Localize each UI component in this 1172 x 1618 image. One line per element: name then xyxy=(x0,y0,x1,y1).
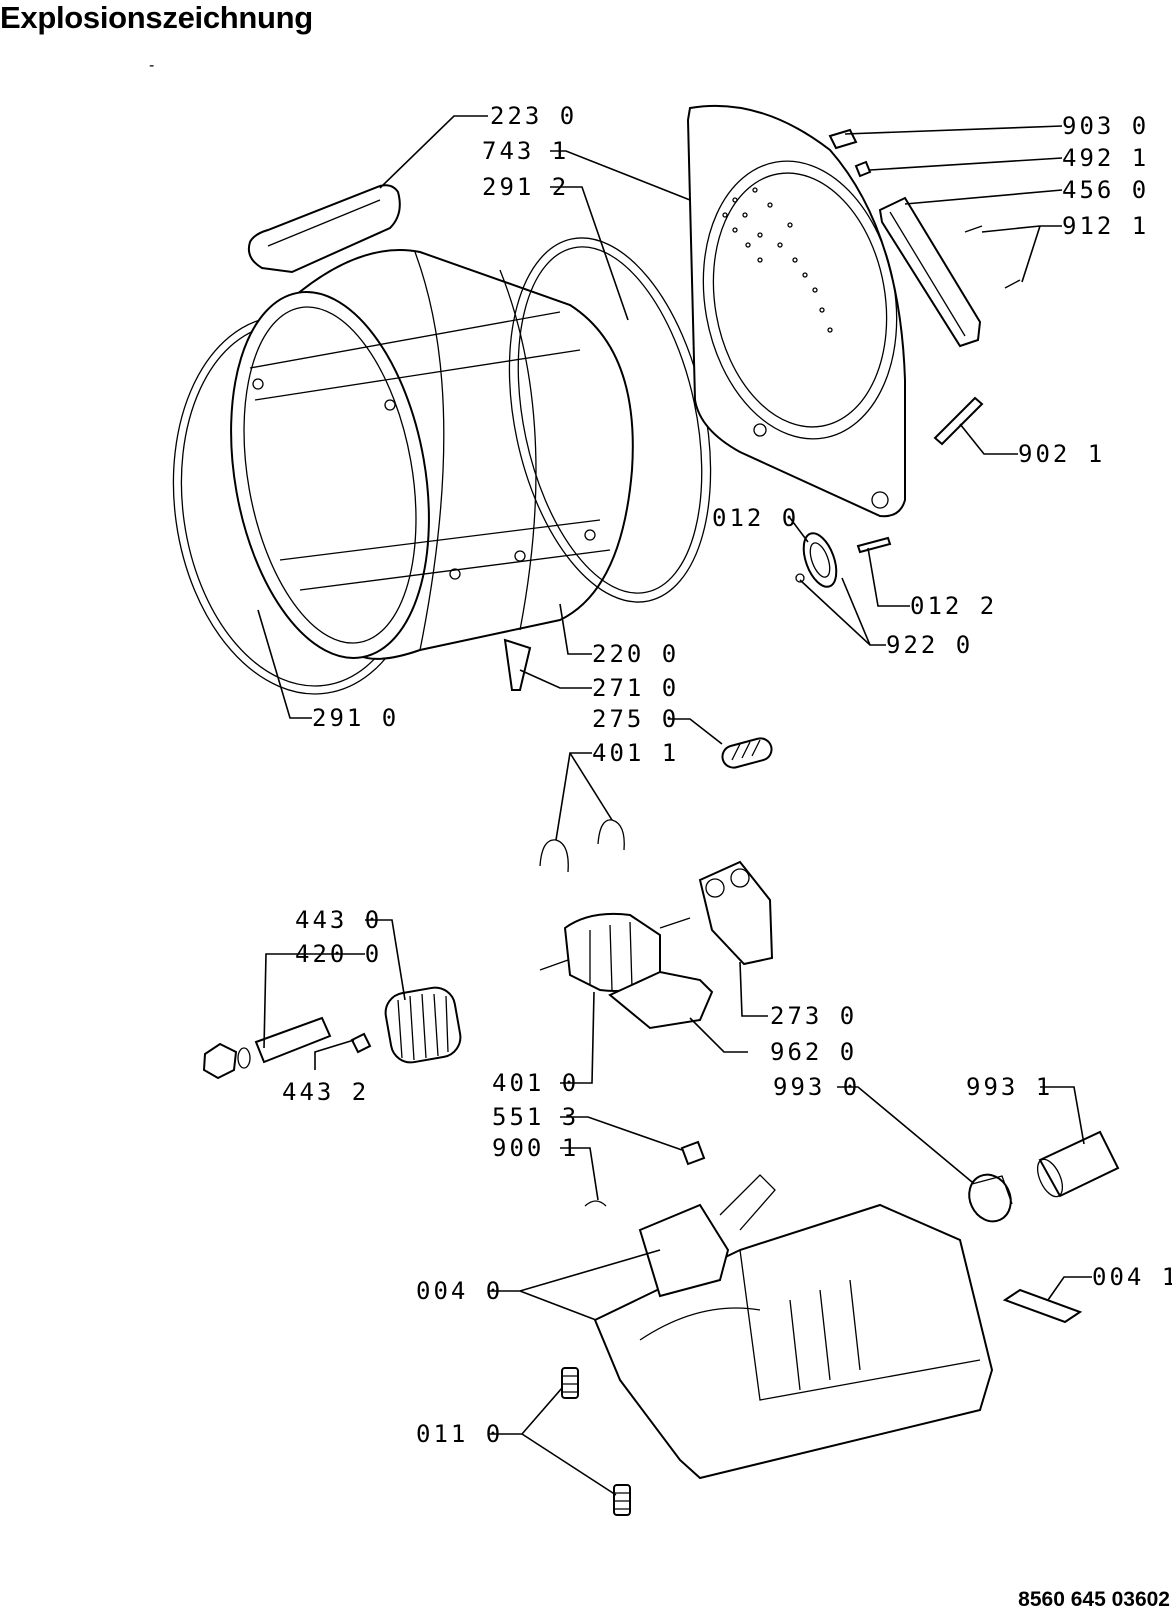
part-drum-fin xyxy=(503,638,532,691)
page-title: Explosionszeichnung xyxy=(0,0,313,35)
label-291-0: 291 0 xyxy=(312,704,399,732)
label-401-1: 401 1 xyxy=(592,739,679,767)
part-frame-004-1 xyxy=(1002,1288,1083,1324)
part-screws-912 xyxy=(964,225,1021,289)
label-004-0: 004 0 xyxy=(416,1277,503,1305)
part-pin-012-2 xyxy=(856,536,892,554)
part-clips-401-1 xyxy=(539,819,625,873)
label-492-1: 492 1 xyxy=(1062,144,1149,172)
part-spring xyxy=(721,737,773,769)
part-base-housing xyxy=(593,1174,994,1480)
label-993-0: 993 0 xyxy=(773,1073,860,1101)
part-motor-bracket xyxy=(698,860,774,966)
part-clip-903 xyxy=(828,128,858,150)
label-223-0: 223 0 xyxy=(490,102,577,130)
part-handle-bar xyxy=(247,184,401,274)
part-feet xyxy=(561,1367,631,1516)
label-993-1: 993 1 xyxy=(966,1073,1053,1101)
part-filter-disc xyxy=(802,532,838,588)
label-271-0: 271 0 xyxy=(592,674,679,702)
label-456-0: 456 0 xyxy=(1062,176,1149,204)
label-922-0: 922 0 xyxy=(886,631,973,659)
label-012-0: 012 0 xyxy=(712,504,799,532)
part-sensor-902 xyxy=(933,396,984,446)
label-291-2: 291 2 xyxy=(482,173,569,201)
label-275-0: 275 0 xyxy=(592,705,679,733)
label-443-2: 443 2 xyxy=(282,1078,369,1106)
part-wire-900 xyxy=(584,1200,607,1207)
label-401-0: 401 0 xyxy=(492,1069,579,1097)
label-420-0: 420 0 xyxy=(295,940,382,968)
label-443-0: 443 0 xyxy=(295,906,382,934)
part-capacitor-993-1 xyxy=(1036,1130,1120,1198)
leader-lines xyxy=(257,115,1092,1496)
label-273-0: 273 0 xyxy=(770,1002,857,1030)
label-551-3: 551 3 xyxy=(492,1103,579,1131)
part-drum xyxy=(230,249,634,660)
label-902-1: 902 1 xyxy=(1018,440,1105,468)
label-912-1: 912 1 xyxy=(1062,212,1149,240)
part-clip-492 xyxy=(854,160,872,178)
label-011-0: 011 0 xyxy=(416,1420,503,1448)
part-switch-551 xyxy=(680,1140,706,1166)
header-dash: - xyxy=(149,57,155,74)
label-220-0: 220 0 xyxy=(592,640,679,668)
label-012-2: 012 2 xyxy=(910,592,997,620)
rear-panel-holes xyxy=(722,187,833,333)
label-743-1: 743 1 xyxy=(482,137,569,165)
part-fan-assembly xyxy=(202,986,462,1080)
label-903-0: 903 0 xyxy=(1062,112,1149,140)
part-rear-panel xyxy=(686,104,906,518)
label-004-1: 004 1 xyxy=(1092,1263,1172,1291)
label-962-0: 962 0 xyxy=(770,1038,857,1066)
part-terminal-strip xyxy=(878,196,982,348)
part-capacitor-993-0 xyxy=(968,1173,1013,1223)
label-900-1: 900 1 xyxy=(492,1134,579,1162)
document-number: 8560 645 03602 xyxy=(1018,1588,1170,1611)
part-motor-cover xyxy=(608,970,714,1030)
part-clip-922 xyxy=(795,573,805,583)
